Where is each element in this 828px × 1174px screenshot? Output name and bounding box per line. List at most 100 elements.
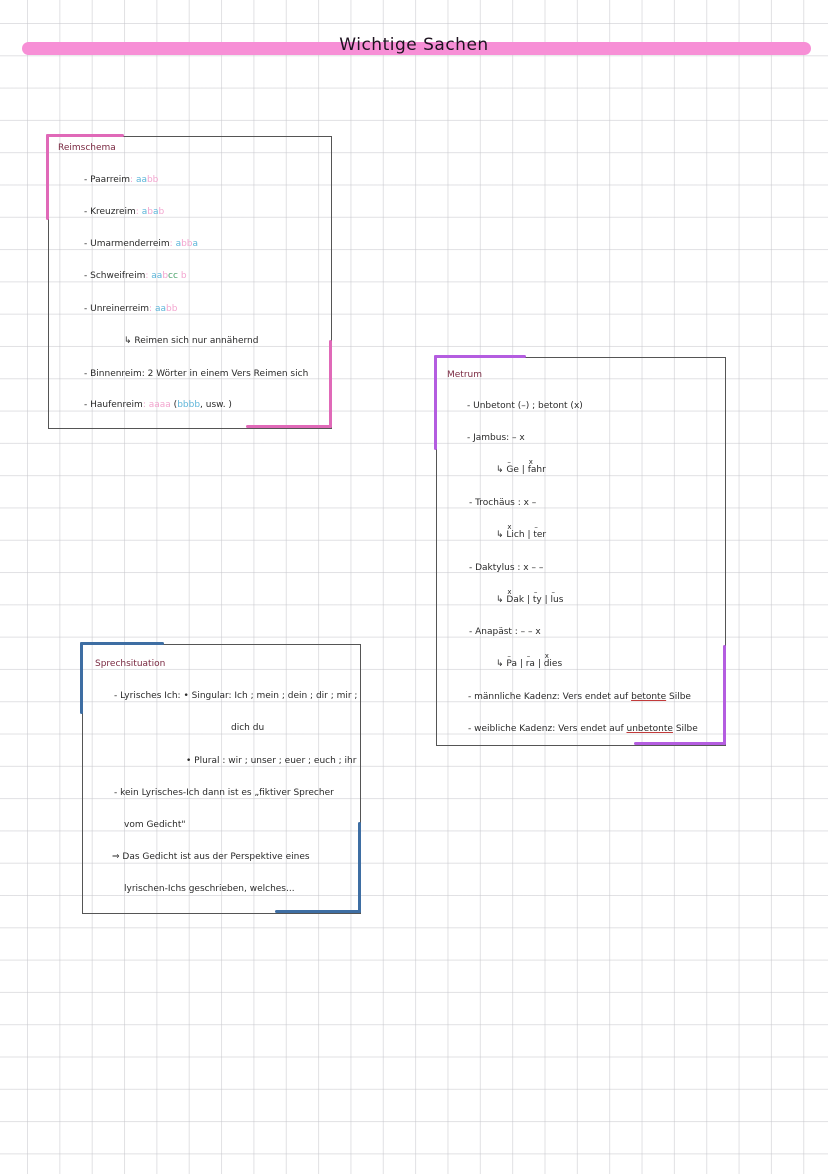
- rhyme-b: b: [147, 207, 153, 217]
- rhyme-a: a: [175, 239, 182, 249]
- syllable-text: Lich: [506, 530, 525, 540]
- paren: (: [173, 400, 178, 410]
- metrum-anapaest: - Anapäst : – – x: [469, 627, 541, 637]
- reim-sep: :: [169, 239, 173, 249]
- metrum-corner-top-left-v: [434, 355, 437, 450]
- sprechsituation-corner-bottom-right-v: [358, 822, 361, 913]
- metrum-jambus: - Jambus: – x: [467, 433, 525, 443]
- reim-label: - Binnenreim: [84, 369, 142, 379]
- metrum-corner-top-left: [434, 355, 526, 358]
- arrow-icon: ↳: [496, 530, 504, 540]
- metrum-daktylus: - Daktylus : x – –: [469, 563, 544, 573]
- rhyme-c: cc: [168, 271, 178, 281]
- sprechsituation-corner-top-left: [80, 642, 164, 645]
- syllable: –Pa: [506, 652, 517, 669]
- rhyme-a: a: [152, 207, 159, 217]
- reim-label: - Kreuzreim: [84, 207, 136, 217]
- syllable-text: ra: [525, 659, 535, 669]
- reim-schweifreim: - Schweifreim: aabcc b: [84, 271, 187, 281]
- rhyme-b: b: [162, 271, 169, 281]
- syllable: –ty: [532, 588, 542, 605]
- reim-sep: :: [145, 271, 149, 281]
- reim-label: - Unreinerreim: [84, 304, 150, 314]
- metrum-maennliche-kadenz: - männliche Kadenz: Vers endet auf beton…: [468, 692, 691, 702]
- reimschema-corner-bottom-right: [246, 425, 332, 428]
- stress-mark: x: [507, 523, 512, 531]
- reim-binnenreim: - Binnenreim: 2 Wörter in einem Vers Rei…: [84, 369, 308, 379]
- sprech-line-7: lyrischen-Ichs geschrieben, welches...: [124, 884, 295, 894]
- arrow-icon: ↳: [496, 659, 504, 669]
- kadenz-text: Silbe: [672, 724, 698, 734]
- metrum-trochaeus: - Trochäus : x –: [469, 498, 537, 508]
- sprechsituation-box: [82, 644, 361, 914]
- stress-mark: –: [533, 588, 538, 596]
- arrow-icon: ↳: [496, 465, 504, 475]
- stress-mark: –: [551, 588, 555, 596]
- sprech-line-2: dich du: [231, 723, 265, 733]
- reimschema-title: Reimschema: [58, 143, 116, 153]
- sprech-line-1: - Lyrisches Ich: • Singular: Ich ; mein …: [114, 691, 358, 701]
- rhyme-b: b: [180, 271, 187, 281]
- metrum-unbetont-betont: - Unbetont (–) ; betont (x): [467, 401, 583, 411]
- rhyme-a: a: [192, 239, 199, 249]
- reim-unreinerreim: - Unreinerreim: aabb: [84, 304, 177, 314]
- reimschema-corner-bottom-right-v: [329, 340, 332, 428]
- rhyme-b: b: [158, 207, 165, 217]
- stress-mark: –: [526, 652, 531, 660]
- reim-sep: :: [135, 207, 139, 217]
- reim-label: - Umarmenderreim: [84, 239, 170, 249]
- sprech-line-5: vom Gedicht": [124, 820, 186, 830]
- reim-definition: 2 Wörter in einem Vers Reimen sich: [147, 369, 309, 379]
- syllable: –Ge: [506, 458, 519, 475]
- syllable-text: ter: [533, 530, 547, 540]
- rhyme-a: a: [141, 207, 148, 217]
- stress-mark: –: [534, 523, 538, 531]
- stress-mark: x: [507, 588, 512, 596]
- sprechsituation-corner-bottom-right: [275, 910, 361, 913]
- reim-sep: :: [130, 175, 134, 185]
- rhyme-b: bb: [165, 304, 178, 314]
- stress-mark: x: [528, 458, 533, 466]
- rhyme-a: aa: [151, 271, 163, 281]
- reim-sep: :: [141, 369, 145, 379]
- arrow-icon: ↳: [496, 595, 504, 605]
- reim-unreinerreim-note: ↳ Reimen sich nur annähernd: [124, 336, 259, 346]
- rhyme-a: aa: [135, 175, 147, 185]
- stress-mark: x: [544, 652, 549, 660]
- metrum-corner-bottom-right: [634, 742, 726, 745]
- syllable: –ter: [533, 523, 547, 540]
- stress-mark: –: [507, 652, 511, 660]
- reim-sep: :: [149, 304, 153, 314]
- syllable-text: dies: [543, 659, 563, 669]
- reimschema-corner-top-left-v: [46, 134, 49, 220]
- metrum-weibliche-kadenz: - weibliche Kadenz: Vers endet auf unbet…: [468, 724, 698, 734]
- kadenz-underlined: betonte: [631, 692, 667, 702]
- reimschema-corner-top-left: [46, 134, 124, 137]
- syllable-text: Ge: [506, 465, 519, 475]
- syllable: –ra: [525, 652, 535, 669]
- stress-mark: –: [507, 458, 511, 466]
- syllable-text: ty: [532, 595, 542, 605]
- paren-rest: , usw. ): [200, 400, 232, 410]
- reim-paarreim: - Paarreim: aabb: [84, 175, 158, 185]
- reim-label: - Haufenreim: [84, 400, 143, 410]
- rhyme-b: bb: [181, 239, 193, 249]
- rhyme-a: aaaa: [148, 400, 171, 410]
- title-highlight-bar: [22, 42, 811, 55]
- syllable-text: Pa: [506, 659, 517, 669]
- reim-sep: :: [142, 400, 146, 410]
- rhyme-b: bb: [146, 175, 159, 185]
- syllable: –lus: [550, 588, 563, 605]
- kadenz-underlined: unbetonte: [626, 724, 673, 734]
- syllable-text: fahr: [527, 465, 546, 475]
- reim-umarmenderreim: - Umarmenderreim: abba: [84, 239, 198, 249]
- rhyme-b: bbbb: [177, 400, 201, 410]
- kadenz-text: - weibliche Kadenz: Vers endet auf: [468, 724, 627, 734]
